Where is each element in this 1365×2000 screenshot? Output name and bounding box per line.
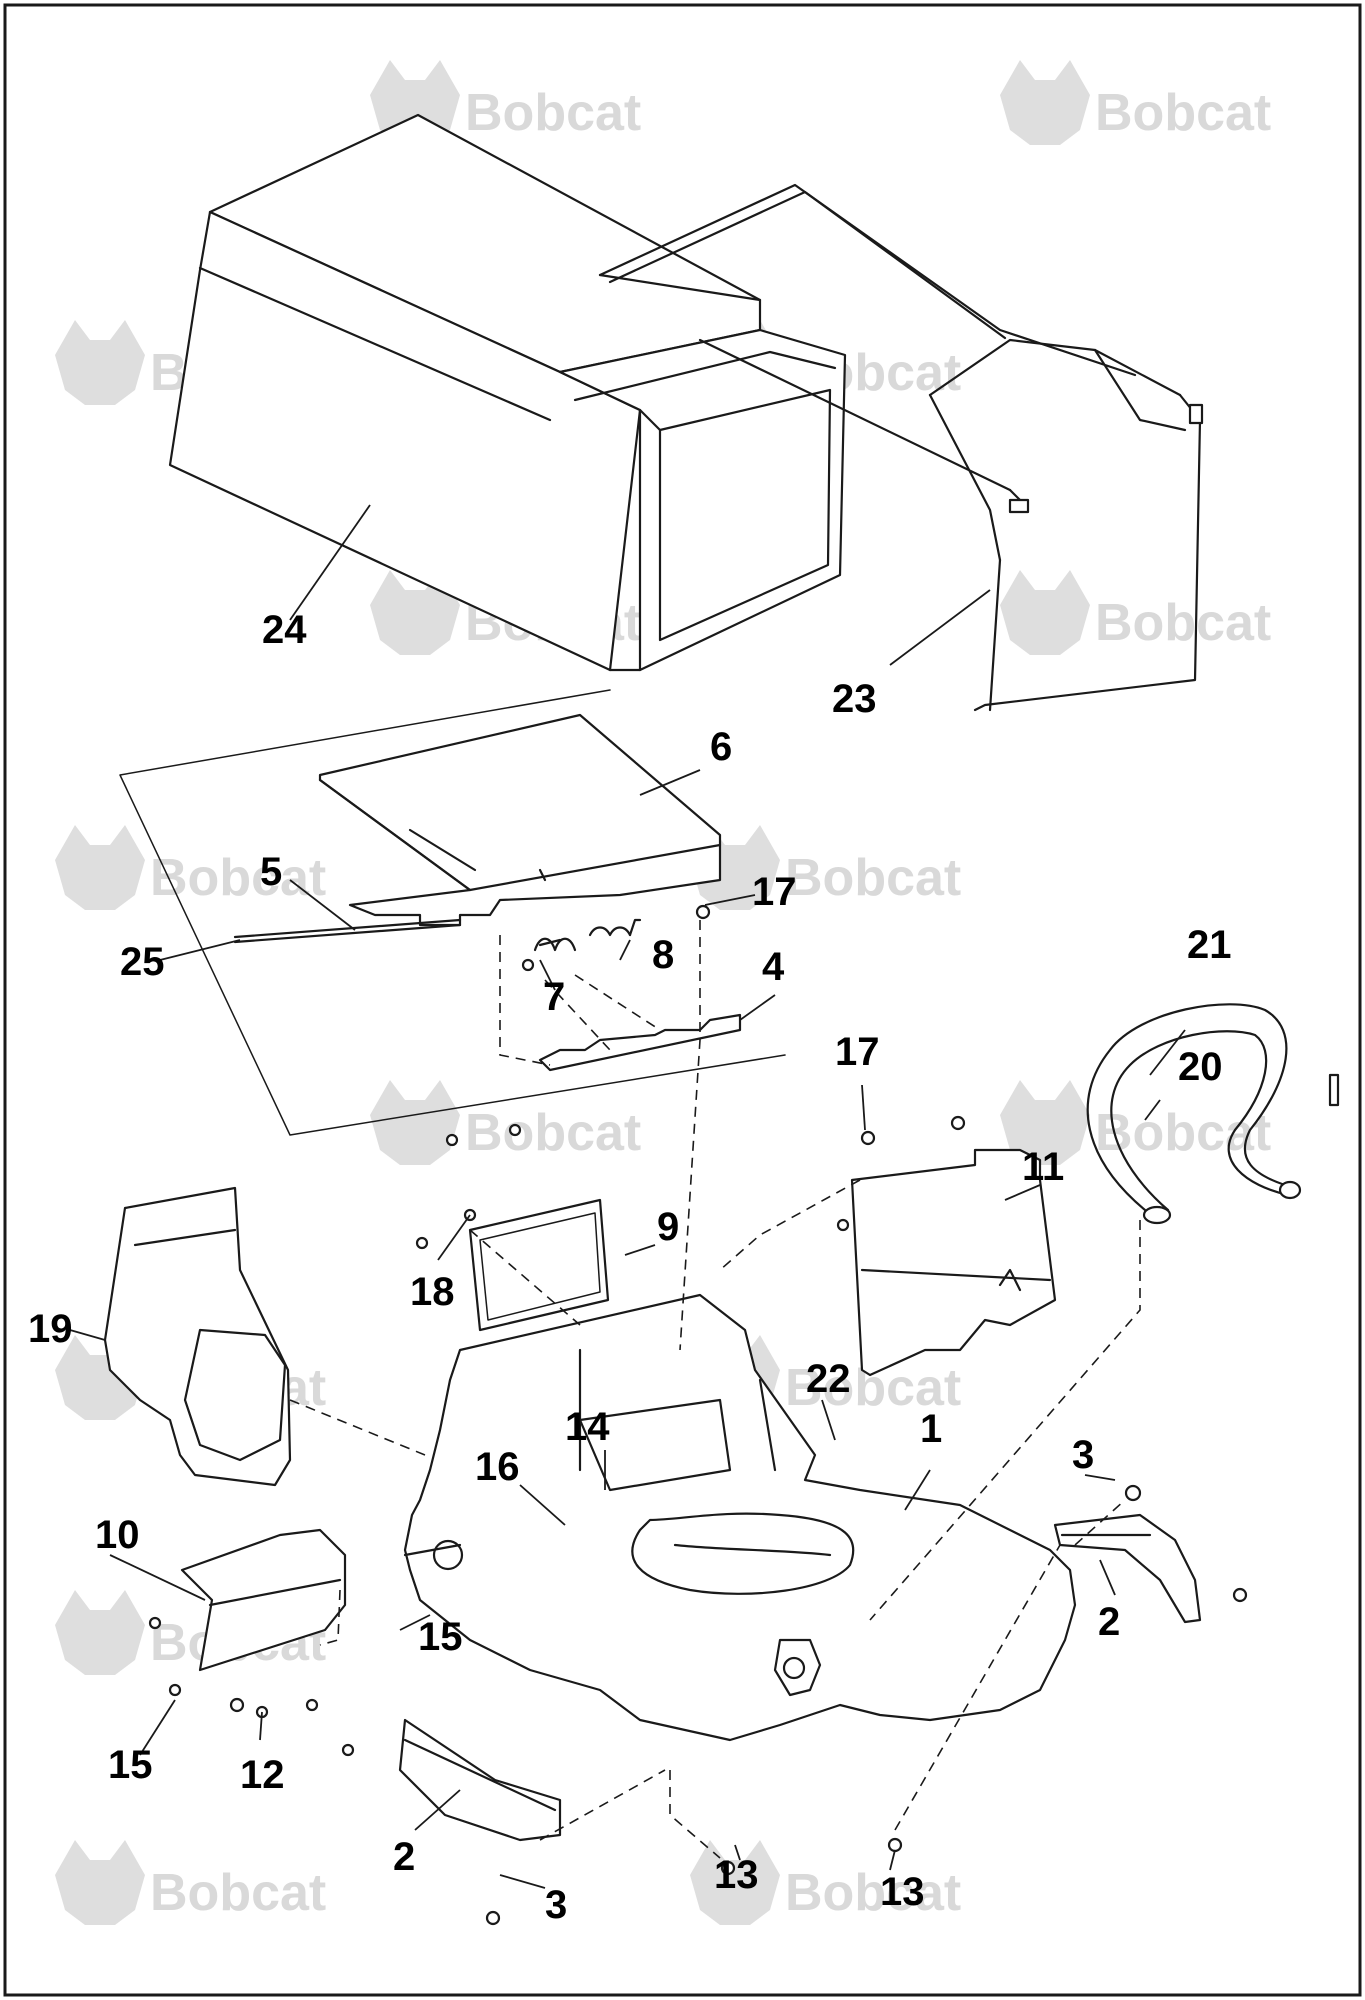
watermark-text: Bobcat bbox=[1095, 594, 1271, 652]
watermark-text: Bobcat bbox=[150, 1864, 326, 1922]
bobcat-logo-icon bbox=[55, 1840, 145, 1925]
bobcat-logo-icon bbox=[1000, 1080, 1090, 1165]
callout-3-bottom: 3 bbox=[545, 1883, 567, 1927]
part-4-hinge-bracket bbox=[538, 1013, 742, 1072]
callout-5: 5 bbox=[260, 850, 282, 894]
part-2-left-skirt bbox=[398, 1718, 562, 1842]
bobcat-logo-icon bbox=[55, 320, 145, 405]
callout-12: 12 bbox=[240, 1753, 285, 1797]
watermark-8: Bobcat bbox=[690, 825, 961, 910]
part-23-bag-frame bbox=[598, 183, 1204, 712]
callout-13-right: 13 bbox=[880, 1870, 925, 1914]
callout-17-top: 17 bbox=[752, 870, 797, 914]
watermark-6: Bobcat bbox=[1000, 570, 1271, 655]
callout-9: 9 bbox=[657, 1205, 679, 1249]
callout-24: 24 bbox=[262, 608, 307, 652]
bobcat-logo-icon bbox=[55, 1590, 145, 1675]
bobcat-logo-icon bbox=[1000, 570, 1090, 655]
bobcat-logo-icon bbox=[1000, 60, 1090, 145]
watermark-text: Bobcat bbox=[1095, 84, 1271, 142]
watermark-9: Bobcat bbox=[370, 1080, 641, 1165]
part-6-rear-flap bbox=[318, 713, 722, 927]
callout-1: 1 bbox=[920, 1407, 942, 1451]
bobcat-logo-icon bbox=[690, 1840, 780, 1925]
part-10-side-chute bbox=[180, 1528, 347, 1672]
leader-lines bbox=[69, 504, 1186, 1889]
watermark-2: Bobcat bbox=[1000, 60, 1271, 145]
callout-20: 20 bbox=[1178, 1045, 1223, 1089]
part-7-spring bbox=[533, 937, 577, 952]
bobcat-logo-icon bbox=[55, 825, 145, 910]
bobcat-logo-icon bbox=[370, 60, 460, 145]
callout-2-right: 2 bbox=[1098, 1600, 1120, 1644]
callout-18: 18 bbox=[410, 1270, 455, 1314]
watermark-text: Bobcat bbox=[785, 849, 961, 907]
callout-25: 25 bbox=[120, 940, 165, 984]
watermark-text: Bobcat bbox=[465, 84, 641, 142]
part-8-spring bbox=[588, 918, 642, 937]
watermark-text: Bobcat bbox=[150, 849, 326, 907]
callout-labels: 24 23 6 5 25 17 8 7 4 21 17 20 11 9 18 1… bbox=[28, 608, 1232, 1927]
page-border bbox=[3, 3, 1362, 1997]
part-9-plate bbox=[468, 1198, 610, 1332]
callout-2-left: 2 bbox=[393, 1835, 415, 1879]
callout-15-left: 15 bbox=[108, 1743, 153, 1787]
bobcat-logo-icon bbox=[370, 1080, 460, 1165]
callout-8: 8 bbox=[652, 933, 674, 977]
watermark-16: Bobcat bbox=[690, 1840, 961, 1925]
callout-10: 10 bbox=[95, 1513, 140, 1557]
callout-17-right: 17 bbox=[835, 1030, 880, 1074]
callout-11: 11 bbox=[1022, 1145, 1064, 1189]
callout-19: 19 bbox=[28, 1307, 73, 1351]
part-2-right-skirt bbox=[1053, 1513, 1202, 1624]
alignment-guides bbox=[289, 920, 1141, 1859]
callout-21: 21 bbox=[1187, 923, 1232, 967]
callout-16: 16 bbox=[475, 1445, 520, 1489]
watermark-15: Bobcat bbox=[55, 1840, 326, 1925]
callout-13-center: 13 bbox=[714, 1853, 759, 1897]
bobcat-logo-icon bbox=[370, 570, 460, 655]
watermark-text: Bobcat bbox=[465, 1104, 641, 1162]
watermark-1: Bobcat bbox=[370, 60, 641, 145]
callout-4: 4 bbox=[762, 945, 785, 989]
callout-22: 22 bbox=[806, 1357, 851, 1401]
watermark-text: Bobcat bbox=[785, 1864, 961, 1922]
part-5-hinge-rod bbox=[233, 918, 462, 944]
part-1-mower-deck bbox=[403, 1293, 1077, 1742]
callout-14: 14 bbox=[565, 1405, 610, 1449]
watermark-10: Bobcat bbox=[1000, 1080, 1271, 1165]
callout-7: 7 bbox=[543, 975, 565, 1019]
callout-23: 23 bbox=[832, 677, 877, 721]
watermark-7: Bobcat bbox=[55, 825, 326, 910]
part-24-grass-bag bbox=[168, 113, 847, 672]
part-11-right-panel bbox=[850, 1148, 1057, 1377]
callout-15-right: 15 bbox=[418, 1615, 463, 1659]
callout-6: 6 bbox=[710, 725, 732, 769]
part-21-handle bbox=[1086, 1003, 1302, 1225]
part-25-assembly-outline bbox=[119, 689, 786, 1136]
part-19-left-panel bbox=[103, 1186, 292, 1487]
callout-3-right: 3 bbox=[1072, 1433, 1094, 1477]
watermark-text: Bobcat bbox=[1095, 1104, 1271, 1162]
